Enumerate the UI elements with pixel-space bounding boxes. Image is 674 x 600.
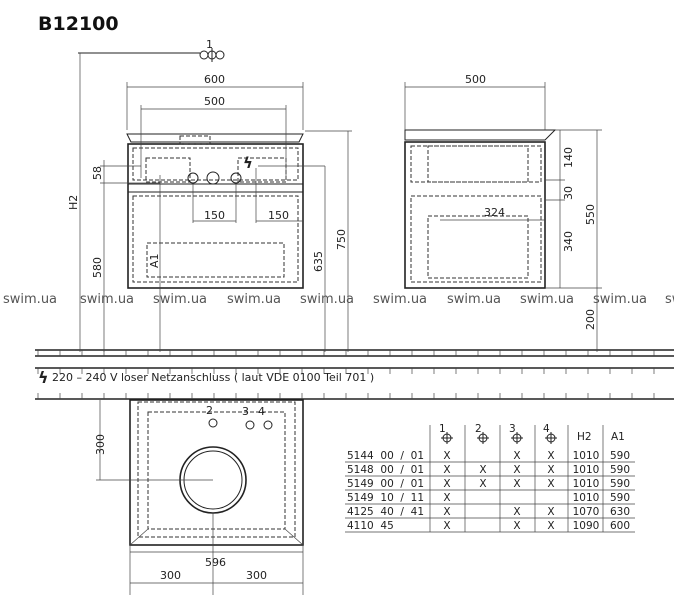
table-header: 4 (543, 423, 550, 435)
table-header: H2 (577, 431, 592, 443)
table-cell-c4: X (547, 464, 554, 476)
connection-marker-label: 1 (206, 38, 213, 51)
front-view: 1 ϟ 600 500 58 150 150 (67, 38, 352, 352)
table-header: 3 (509, 423, 516, 435)
watermarks: swim.ua swim.ua swim.ua swim.ua swim.ua swim.… (3, 292, 674, 307)
table-cell-c1: X (443, 464, 450, 476)
drawing-title: B12100 (38, 13, 119, 35)
connection-symbol-icon (441, 432, 453, 444)
table-cell-c2: X (479, 478, 486, 490)
table-cell-h2: 1070 (573, 506, 600, 518)
floor-line (35, 349, 674, 357)
table-cell-c1: X (443, 450, 450, 462)
table-cell-c3: X (513, 464, 520, 476)
table-cell-c3: X (513, 520, 520, 532)
hatching (37, 350, 655, 399)
table-cell-h2: 1010 (573, 450, 600, 462)
watermark-text: swim.ua (520, 292, 574, 307)
dim-340: 340 (562, 231, 575, 252)
dim-140: 140 (562, 147, 575, 168)
watermark-text: swim.ua (665, 292, 674, 307)
dim-spacing-a: 150 (204, 209, 225, 222)
dim-width-inner: 500 (204, 95, 225, 108)
table-cell-h2: 1090 (573, 520, 600, 532)
dim-spacing-b: 150 (268, 209, 289, 222)
table-cell-c4: X (547, 450, 554, 462)
side-view: 500 324 140 30 340 550 200 (404, 73, 602, 352)
table-row-code: 5144 00 / 01 (347, 450, 424, 462)
watermark-text: swim.ua (373, 292, 427, 307)
dim-depth: 500 (465, 73, 486, 86)
electrical-bolt-icon: ϟ (38, 368, 49, 387)
table-row-code: 5148 00 / 01 (347, 464, 424, 476)
table-row-code: 4110 45 (347, 520, 394, 532)
hole-label-2: 2 (206, 404, 213, 417)
watermark-text: swim.ua (80, 292, 134, 307)
table-cell-c3: X (513, 478, 520, 490)
wall-line-top-view (35, 367, 674, 400)
table-header: 2 (475, 423, 482, 435)
watermark-text: swim.ua (593, 292, 647, 307)
dim-h2: H2 (67, 195, 80, 210)
dim-half-right: 300 (246, 569, 267, 582)
dim-half-left: 300 (160, 569, 181, 582)
dim-580: 580 (91, 257, 104, 278)
electrical-bolt-icon: ϟ (243, 154, 253, 172)
table-cell-a1: 630 (610, 506, 630, 518)
table-cell-a1: 590 (610, 464, 630, 476)
dim-width-total: 600 (204, 73, 225, 86)
dim-200: 200 (584, 309, 597, 330)
table-cell-c3: X (513, 450, 520, 462)
table-cell-c1: X (443, 520, 450, 532)
table-row-code: 5149 10 / 11 (347, 492, 424, 504)
hole-label-3: 3 (242, 405, 249, 418)
table-cell-a1: 600 (610, 520, 630, 532)
watermark-text: swim.ua (447, 292, 501, 307)
watermark-text: swim.ua (153, 292, 207, 307)
table-cell-h2: 1010 (573, 464, 600, 476)
table-cell-c4: X (547, 506, 554, 518)
table-cell-c1: X (443, 492, 450, 504)
electrical-note: 220 – 240 V loser Netzanschluss ( laut V… (52, 371, 374, 384)
dim-30: 30 (562, 186, 575, 200)
connection-symbol-icon (199, 48, 225, 62)
dim-550: 550 (584, 204, 597, 225)
top-view: 2 3 4 300 596 300 300 (94, 399, 304, 595)
table-cell-c1: X (443, 506, 450, 518)
watermark-text: swim.ua (3, 292, 57, 307)
table-cell-c4: X (547, 478, 554, 490)
table-cell-h2: 1010 (573, 492, 600, 504)
hole-label-4: 4 (258, 405, 265, 418)
table-header: 1 (439, 423, 446, 435)
table-cell-c3: X (513, 506, 520, 518)
table-cell-a1: 590 (610, 492, 630, 504)
dim-a1: A1 (148, 253, 161, 268)
table-cell-c2: X (479, 464, 486, 476)
connection-symbol-icon (477, 432, 489, 444)
dim-top-width: 596 (205, 556, 226, 569)
table-cell-c4: X (547, 520, 554, 532)
watermark-text: swim.ua (300, 292, 354, 307)
table-cell-c1: X (443, 478, 450, 490)
dim-top-depth: 300 (94, 434, 107, 455)
watermark-text: swim.ua (227, 292, 281, 307)
table-header: A1 (611, 431, 625, 443)
table-row-code: 5149 00 / 01 (347, 478, 424, 490)
dim-324: 324 (484, 206, 505, 219)
table-cell-a1: 590 (610, 450, 630, 462)
dim-635: 635 (312, 251, 325, 272)
connection-symbol-icon (511, 432, 523, 444)
table-cell-h2: 1010 (573, 478, 600, 490)
table-row-code: 4125 40 / 41 (347, 506, 424, 518)
connection-symbol-icon (545, 432, 557, 444)
dim-58: 58 (91, 166, 104, 180)
dim-750: 750 (335, 229, 348, 250)
table-cell-a1: 590 (610, 478, 630, 490)
